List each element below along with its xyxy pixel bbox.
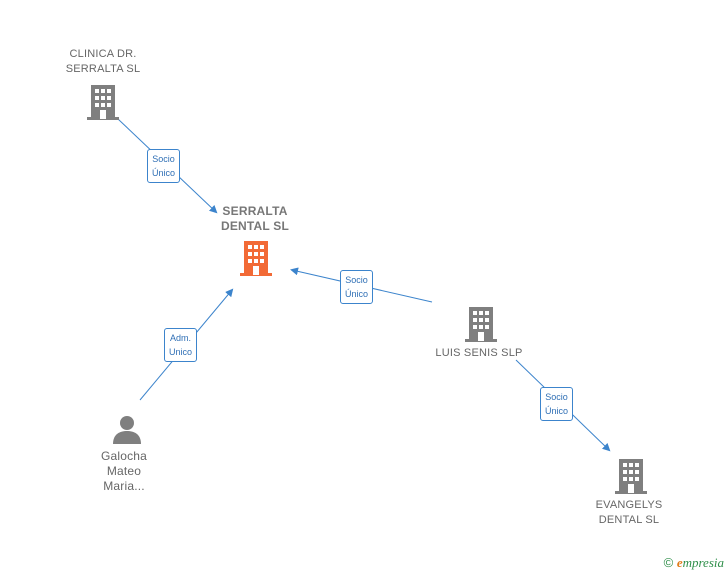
building-icon: [615, 459, 647, 494]
node-clinica-label: CLINICA DR. SERRALTA SL: [55, 47, 151, 77]
edge-label-clinica-serralta: Socio Único: [147, 149, 181, 183]
edge-label-galocha-serralta: Adm. Unico: [164, 328, 198, 362]
edge-label-line-2: Único: [545, 406, 569, 416]
node-galocha-line-3: Maria...: [103, 479, 145, 493]
node-luis-label: LUIS SENIS SLP: [424, 346, 534, 361]
brand-logo-e: e: [676, 555, 683, 570]
edge-label-line-2: Unico: [169, 347, 193, 357]
node-serralta-label: SERRALTA DENTAL SL: [205, 204, 305, 234]
brand-logo: empresia: [677, 555, 724, 570]
copyright-symbol: ©: [663, 555, 674, 570]
building-icon: [240, 241, 272, 276]
node-serralta-line-2: DENTAL SL: [220, 219, 290, 233]
footer-brand: © empresia: [664, 555, 724, 571]
edge-label-line-1: Socio: [152, 154, 175, 164]
node-clinica-line-1: CLINICA DR.: [69, 48, 137, 60]
building-icon: [465, 307, 497, 342]
node-clinica-line-2: SERRALTA SL: [65, 63, 141, 75]
node-serralta-line-1: SERRALTA: [222, 204, 288, 218]
edge-label-luis-serralta: Socio Único: [340, 270, 374, 304]
edge-label-line-1: Socio: [345, 275, 368, 285]
node-galocha-line-1: Galocha: [100, 449, 148, 463]
node-evangelys-line-1: EVANGELYS: [595, 499, 663, 511]
edge-label-luis-evangelys: Socio Único: [540, 387, 574, 421]
edge-label-line-1: Adm.: [170, 333, 192, 343]
edge-label-line-1: Socio: [545, 392, 568, 402]
node-evangelys-line-2: DENTAL SL: [598, 514, 660, 526]
edge-label-line-2: Único: [345, 289, 369, 299]
node-galocha-label: Galocha Mateo Maria...: [84, 449, 164, 494]
node-luis-line-1: LUIS SENIS SLP: [435, 347, 523, 359]
brand-logo-rest: mpresia: [682, 555, 724, 570]
node-galocha-line-2: Mateo: [106, 464, 142, 478]
edge-label-line-2: Único: [152, 168, 176, 178]
node-evangelys-label: EVANGELYS DENTAL SL: [584, 498, 674, 528]
building-icon: [87, 85, 119, 120]
person-icon: [113, 416, 141, 444]
